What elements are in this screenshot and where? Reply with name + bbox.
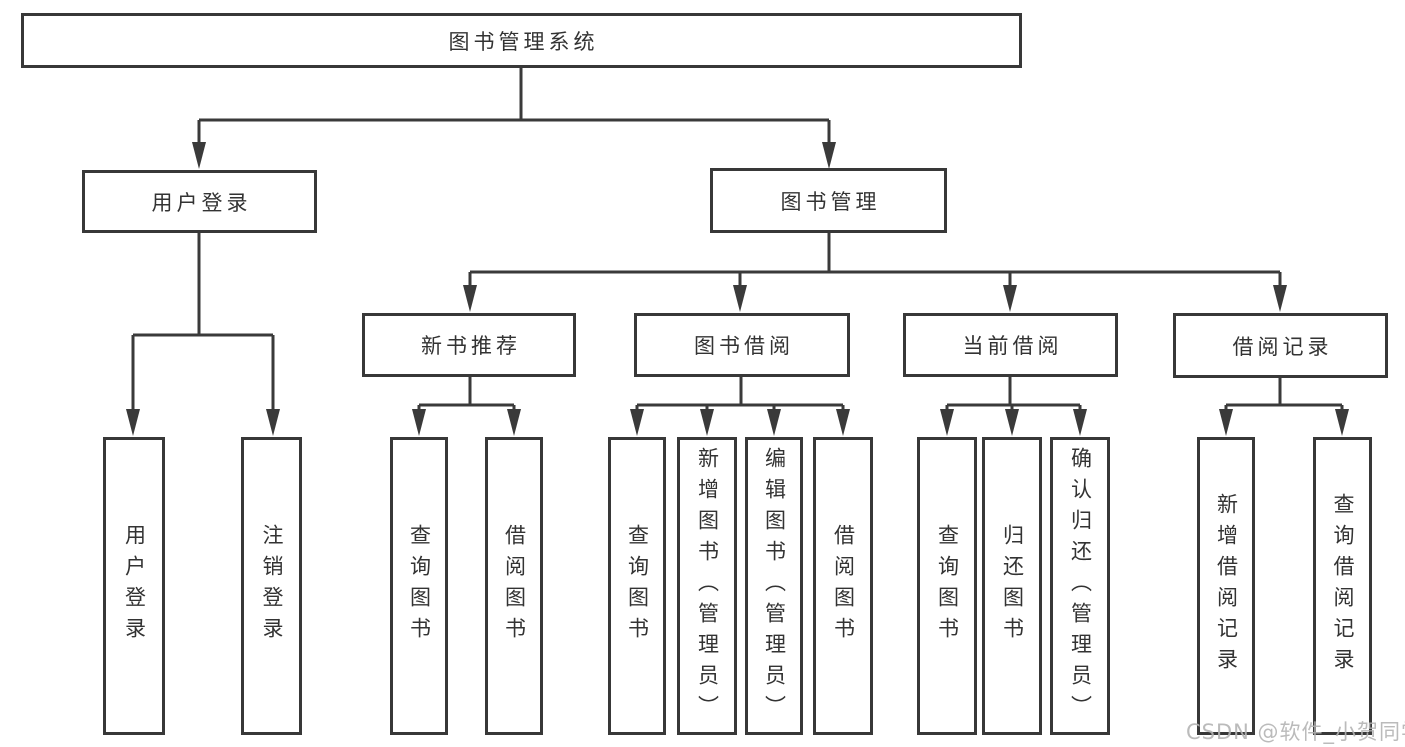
leaf-recommend-borrow-books-label: 借阅图书 <box>502 524 527 648</box>
node-book-borrowing: 图书借阅 <box>634 313 850 377</box>
node-book-management-module-label: 图书管理 <box>780 189 881 214</box>
node-book-management-module: 图书管理 <box>710 168 947 233</box>
node-current-borrowing: 当前借阅 <box>903 313 1118 377</box>
leaf-logout-label: 注销登录 <box>260 524 284 648</box>
leaf-add-books-admin-label: 新增图书（管理员） <box>695 446 720 726</box>
node-new-book-recommendation: 新书推荐 <box>362 313 576 377</box>
leaf-logout: 注销登录 <box>241 437 302 735</box>
leaf-query-borrow-record-label: 查询借阅记录 <box>1331 493 1355 679</box>
leaf-user-login: 用户登录 <box>103 437 165 735</box>
node-borrowing-records: 借阅记录 <box>1173 313 1388 378</box>
node-new-book-recommendation-label: 新书推荐 <box>421 334 521 358</box>
leaf-confirm-return-admin: 确认归还（管理员） <box>1050 437 1110 735</box>
leaf-add-borrow-record-label: 新增借阅记录 <box>1214 493 1239 679</box>
node-root-system-label: 图书管理系统 <box>448 29 599 54</box>
leaf-current-query-books: 查询图书 <box>917 437 977 735</box>
node-current-borrowing-label: 当前借阅 <box>962 334 1063 358</box>
csdn-watermark: CSDN @软件_小贺同学 <box>1186 720 1405 744</box>
leaf-user-login-label: 用户登录 <box>122 524 147 648</box>
leaf-confirm-return-admin-label: 确认归还（管理员） <box>1068 446 1093 726</box>
leaf-borrowing-borrow-books-label: 借阅图书 <box>831 524 856 648</box>
node-borrowing-records-label: 借阅记录 <box>1232 334 1333 359</box>
leaf-return-books-label: 归还图书 <box>1000 524 1025 648</box>
leaf-recommend-borrow-books: 借阅图书 <box>485 437 543 735</box>
node-root-system: 图书管理系统 <box>21 13 1022 68</box>
leaf-current-query-books-label: 查询图书 <box>935 524 960 648</box>
connector-lines <box>131 68 1344 414</box>
arrowhead-icons <box>126 142 1349 436</box>
leaf-recommend-query-books: 查询图书 <box>390 437 448 735</box>
leaf-add-books-admin: 新增图书（管理员） <box>677 437 737 735</box>
leaf-add-borrow-record: 新增借阅记录 <box>1197 437 1255 735</box>
leaf-return-books: 归还图书 <box>982 437 1042 735</box>
leaf-edit-books-admin: 编辑图书（管理员） <box>745 437 803 735</box>
leaf-query-borrow-record: 查询借阅记录 <box>1313 437 1372 735</box>
node-user-login-module-label: 用户登录 <box>151 190 252 215</box>
leaf-borrowing-borrow-books: 借阅图书 <box>813 437 873 735</box>
node-user-login-module: 用户登录 <box>82 170 317 233</box>
node-book-borrowing-label: 图书借阅 <box>694 334 794 358</box>
leaf-edit-books-admin-label: 编辑图书（管理员） <box>762 446 787 726</box>
leaf-borrowing-query-books-label: 查询图书 <box>625 524 650 648</box>
leaf-borrowing-query-books: 查询图书 <box>608 437 666 735</box>
leaf-recommend-query-books-label: 查询图书 <box>407 524 432 648</box>
